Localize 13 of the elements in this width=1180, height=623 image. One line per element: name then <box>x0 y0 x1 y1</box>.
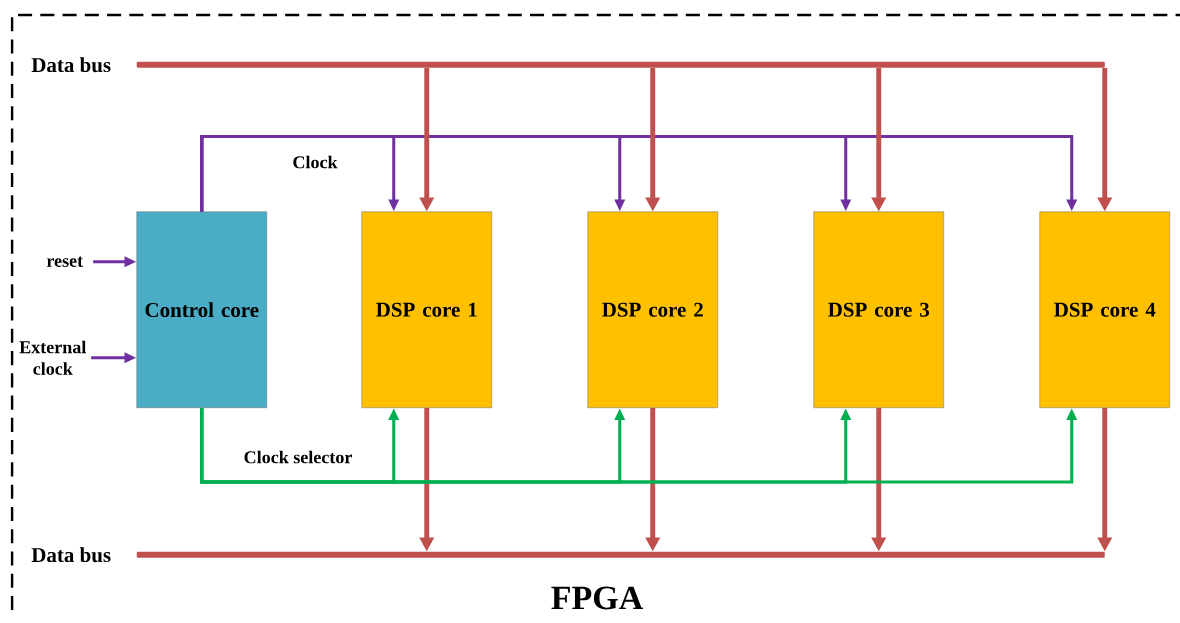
core-box: DSP core 3 <box>813 211 944 408</box>
frame-label: FPGA <box>551 586 643 610</box>
arrow <box>200 135 1078 212</box>
edge-label: Clock selector <box>242 449 354 465</box>
input-label: External clock <box>19 340 86 375</box>
data-bus-line: Data bus <box>31 547 1105 563</box>
core-box: DSP core 1 <box>361 211 492 408</box>
edge-label: Clock <box>291 154 339 170</box>
core-box: Control core <box>136 211 267 408</box>
core-box: DSP core 2 <box>587 211 718 408</box>
input-label: reset <box>46 256 84 267</box>
data-bus-line: Data bus <box>31 57 1105 73</box>
core-box: DSP core 4 <box>1039 211 1170 408</box>
